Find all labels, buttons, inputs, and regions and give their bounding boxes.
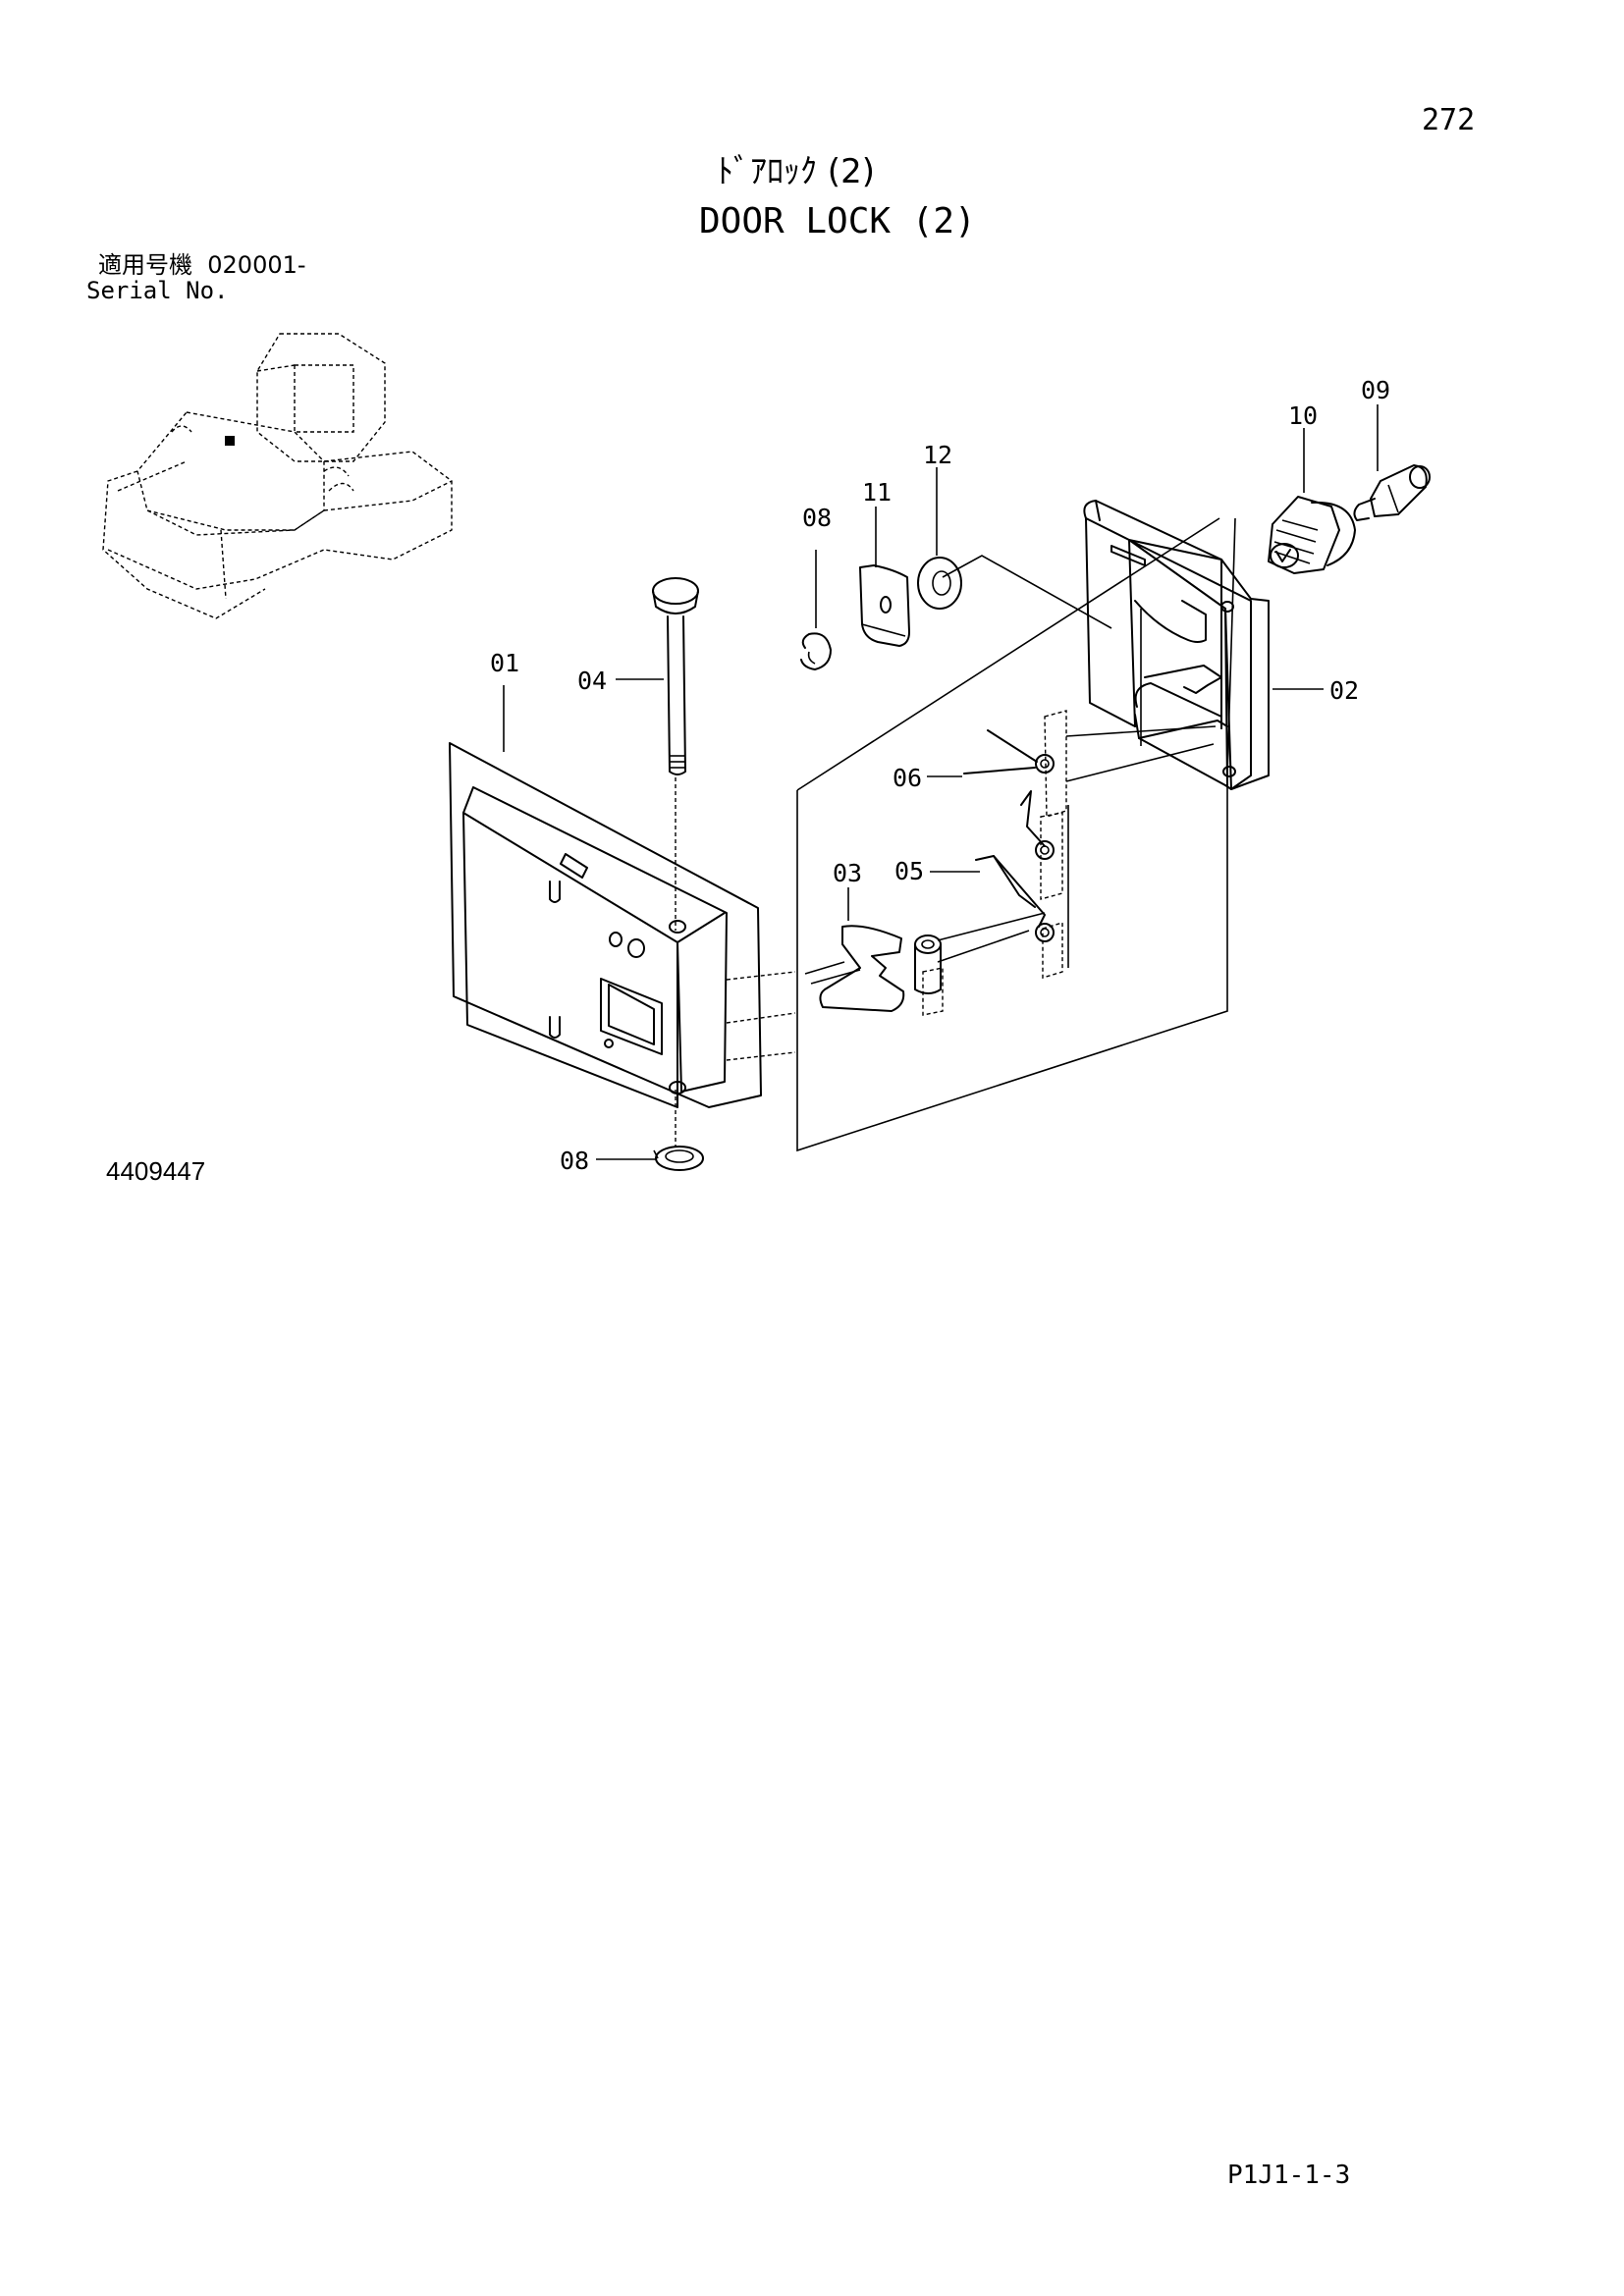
page-code: P1J1-1-3	[1227, 2161, 1351, 2190]
part-08-snap-ring-top	[800, 632, 832, 670]
title-japanese: ﾄﾞｱﾛｯｸ (2)	[717, 152, 875, 191]
alignment-lines	[796, 517, 1236, 1152]
serial-applicable-model: 適用号機 020001-	[98, 253, 306, 277]
callout-numbers: 01 02 03 04 05 06 08 08 09 10 11 12	[490, 376, 1390, 1175]
part-11-plate	[859, 564, 910, 647]
callout-08-top: 08	[802, 504, 832, 532]
serial-label-english: Serial No.	[86, 277, 229, 304]
part-10-bushing	[1268, 496, 1356, 574]
callout-01: 01	[490, 649, 519, 677]
machine-location-thumbnail	[102, 333, 453, 619]
callout-leaders	[503, 404, 1379, 1160]
part-09-pin	[1353, 464, 1431, 521]
part-03-latch	[819, 925, 944, 1016]
callout-04: 04	[577, 667, 607, 695]
callout-02: 02	[1329, 676, 1359, 705]
page-number: 272	[1422, 103, 1476, 137]
callout-10: 10	[1288, 401, 1318, 430]
part-06-spring	[963, 710, 1067, 818]
title-english: DOOR LOCK (2)	[699, 201, 976, 241]
location-marker	[225, 436, 235, 446]
serial-label-japanese: 適用号機	[98, 251, 192, 279]
serial-value: 020001-	[207, 251, 306, 279]
callout-03: 03	[833, 859, 862, 887]
callout-05: 05	[894, 857, 924, 885]
hidden-lines	[675, 777, 796, 1147]
part-04-pin	[652, 577, 699, 775]
callout-06: 06	[893, 764, 922, 792]
callout-11: 11	[862, 478, 892, 507]
part-12-washer	[917, 557, 962, 610]
callout-12: 12	[923, 441, 952, 469]
part-02-bracket	[1083, 500, 1270, 790]
part-05-springs	[975, 790, 1063, 979]
callout-09: 09	[1361, 376, 1390, 404]
figure-number: 4409447	[106, 1156, 206, 1186]
callout-08-bottom: 08	[560, 1147, 589, 1175]
part-08-snap-ring-bottom	[653, 1146, 704, 1171]
part-01-lock-case	[449, 742, 762, 1108]
